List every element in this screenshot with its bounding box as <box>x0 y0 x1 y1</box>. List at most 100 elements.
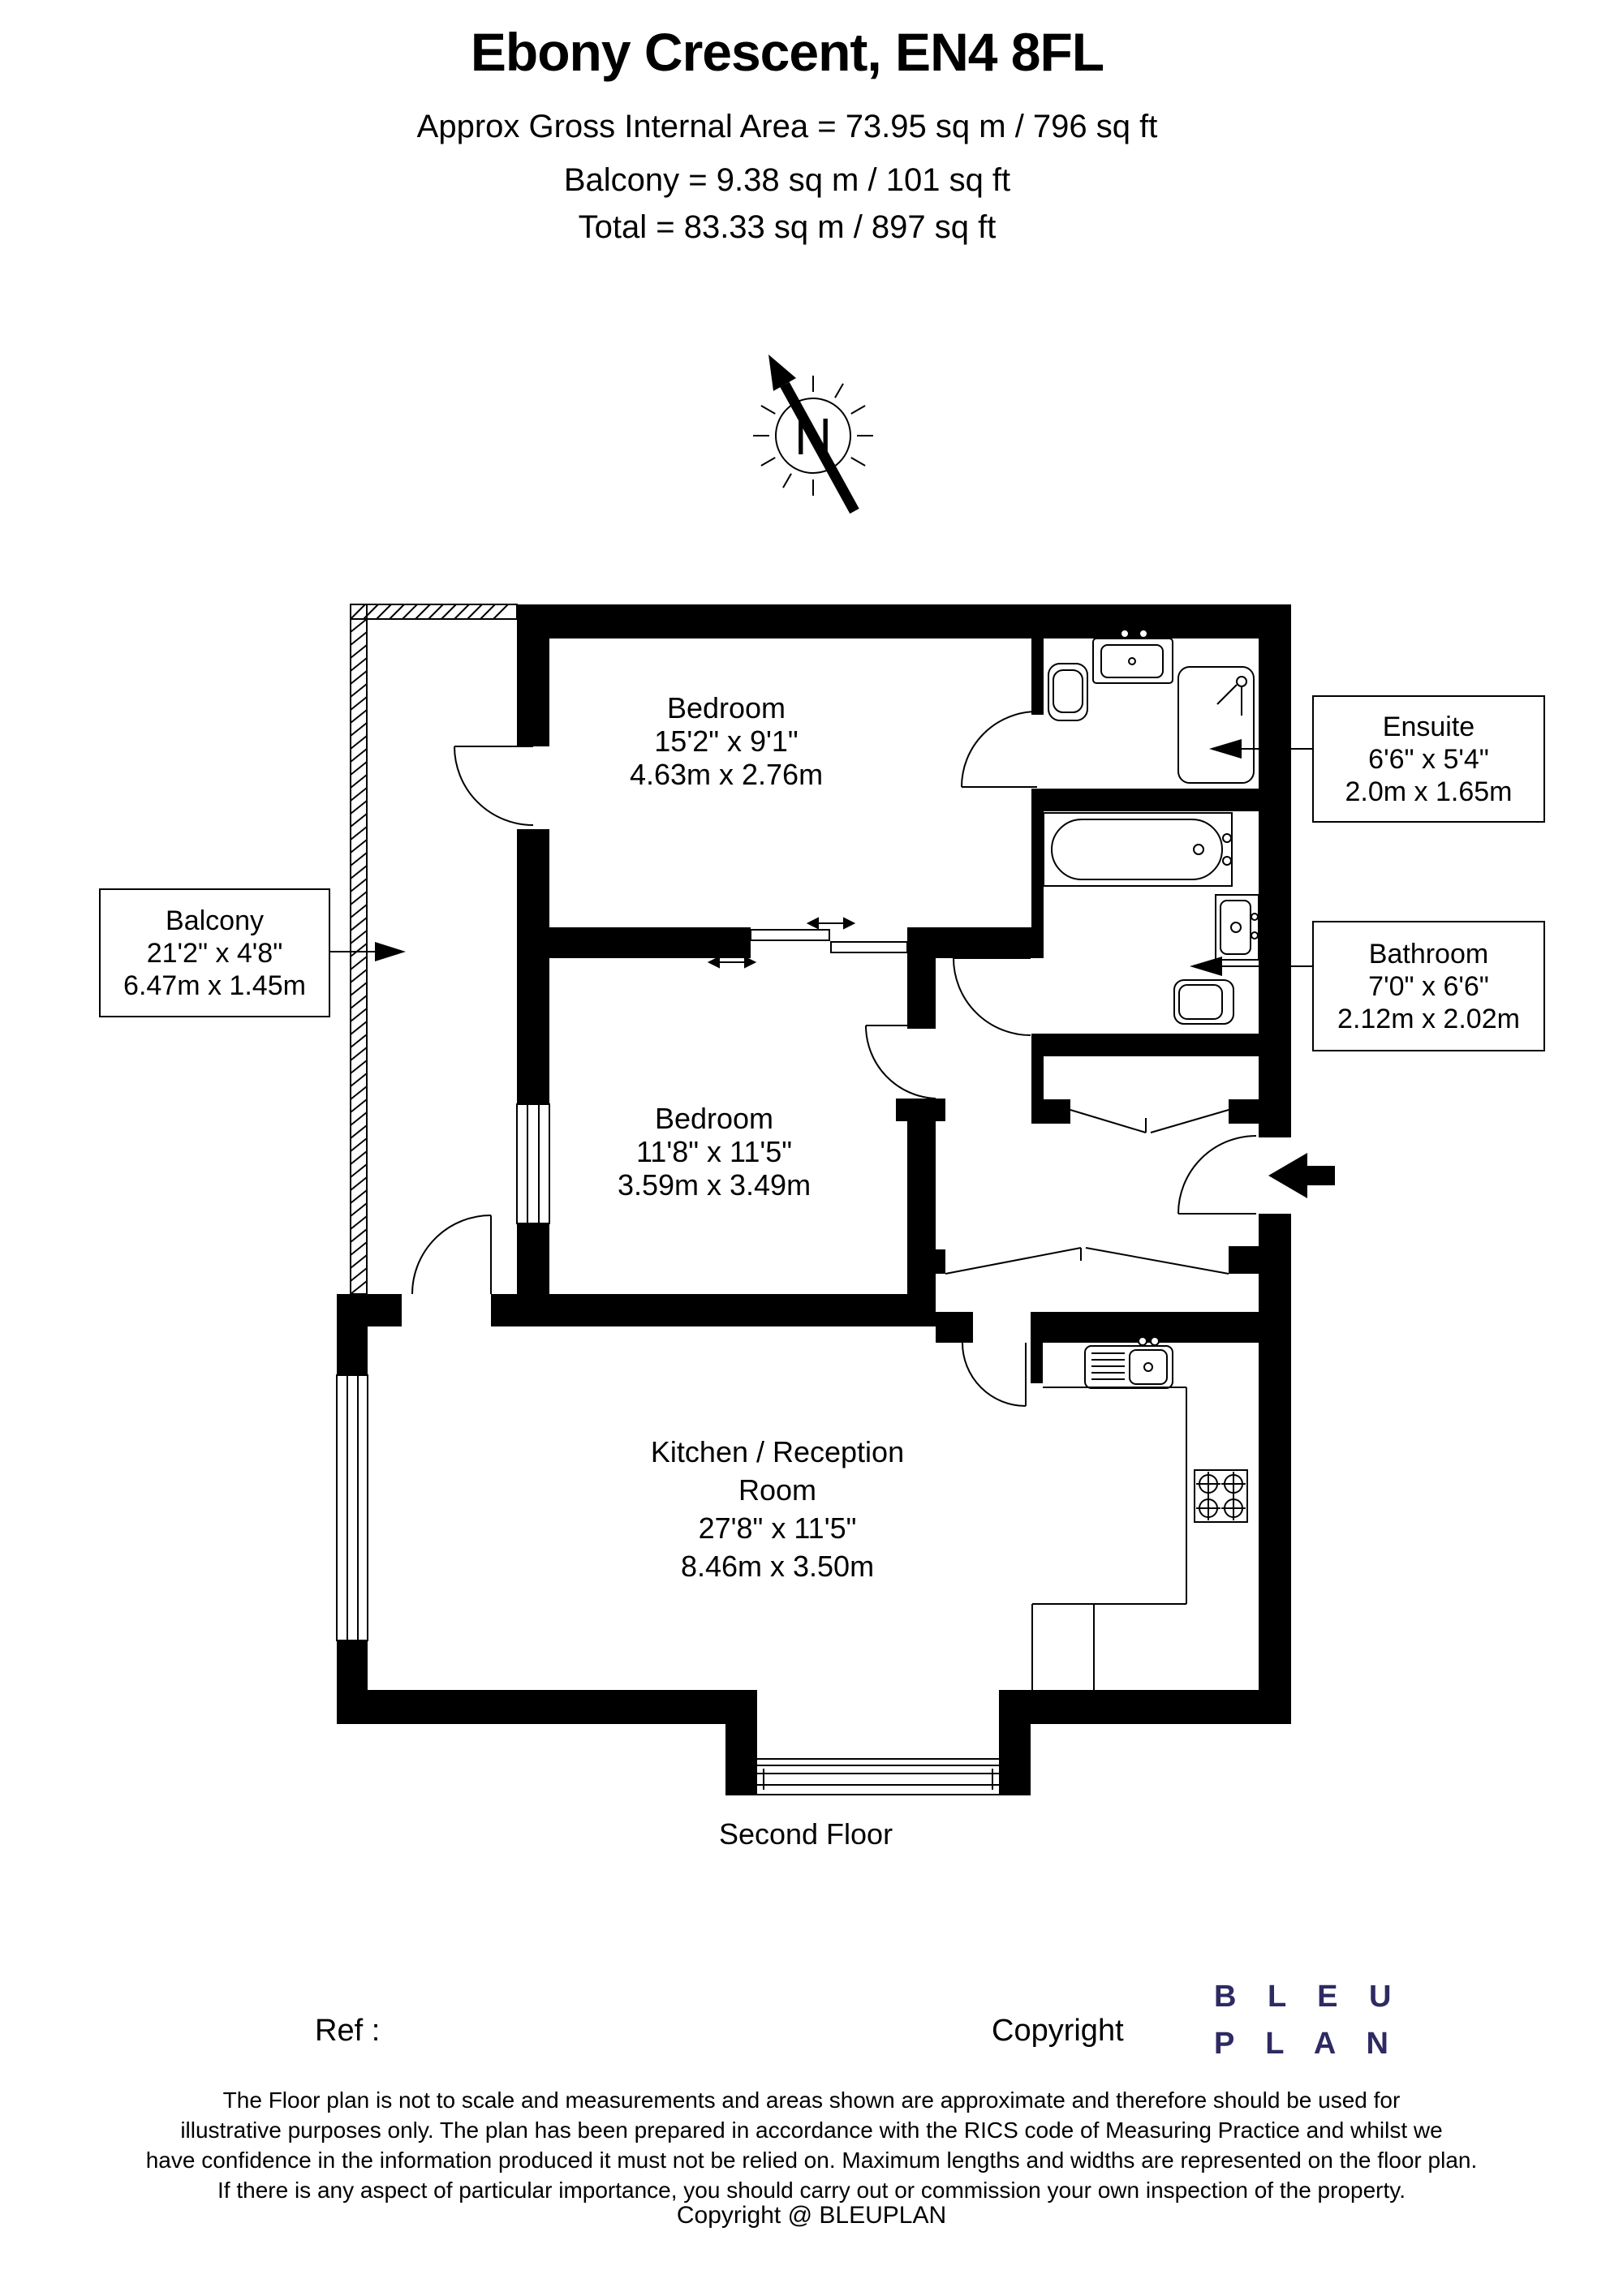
closet-a-jamb-left <box>1031 1099 1070 1124</box>
balcony-callout-box: Balcony 21'2" x 4'8" 6.47m x 1.45m <box>99 888 330 1017</box>
wall-bed2-bottom <box>517 1294 936 1326</box>
kitchen-balcony-door <box>411 1215 492 1295</box>
kitchen-side-window <box>336 1374 368 1641</box>
gross-area-line: Approx Gross Internal Area = 73.95 sq m … <box>416 109 1158 144</box>
bedroom2-window <box>516 1103 550 1224</box>
bathroom-fixtures <box>1043 812 1259 1025</box>
bedroom1-sliding-door <box>707 917 908 969</box>
bleuplan-logo-line1: B L E U <box>1214 1980 1403 2014</box>
compass-needle <box>780 381 859 514</box>
wall-kitchen-left-upper <box>337 1326 368 1375</box>
wall-kitchen-bottom-right <box>1031 1690 1291 1724</box>
wall-ensuite-bath-divider <box>1031 789 1259 811</box>
wall-right-upper <box>1259 604 1291 1137</box>
kitchen-fixtures <box>1031 1336 1248 1690</box>
ensuite-metric: 2.0m x 1.65m <box>1345 776 1513 807</box>
ensuite-callout-box: Ensuite 6'6" x 5'4" 2.0m x 1.65m <box>1312 695 1545 823</box>
windows <box>336 1103 999 1795</box>
bedroom2-imperial: 11'8" x 11'5" <box>635 1135 793 1168</box>
kitchen-hob <box>1194 1469 1248 1523</box>
kitchen-counter <box>1031 1387 1187 1690</box>
walls <box>337 604 1291 1795</box>
bathroom-metric: 2.12m x 2.02m <box>1337 1003 1520 1034</box>
wall-ensuite-partition <box>1031 638 1044 715</box>
bedroom1-name: Bedroom <box>666 691 786 724</box>
bathroom-imperial: 7'0" x 6'6" <box>1368 970 1489 1002</box>
ensuite-sink <box>1092 629 1173 684</box>
balcony-structure <box>350 604 518 1295</box>
entrance-door <box>1177 1135 1257 1215</box>
kitchen-door <box>962 1342 1027 1407</box>
wall-left-bed1-b <box>517 829 549 1104</box>
compass-circle <box>775 398 851 474</box>
balcony-imperial: 21'2" x 4'8" <box>146 937 283 969</box>
disclaimer-line: If there is any aspect of particular imp… <box>217 2178 1406 2203</box>
wall-kitchen-top-left <box>936 1312 973 1343</box>
wall-bed2-hall-lower <box>907 1099 936 1326</box>
bathtub <box>1043 812 1233 887</box>
bottom-copyright: Copyright @ BLEUPLAN <box>676 2202 947 2229</box>
compass-arrowhead <box>768 355 796 391</box>
disclaimer-line: The Floor plan is not to scale and measu… <box>222 2087 1401 2113</box>
wall-bay-left <box>725 1690 757 1795</box>
balcony-metric: 6.47m x 1.45m <box>123 970 306 1001</box>
closet-b-jamb-right <box>1229 1246 1259 1274</box>
bedroom2-door <box>864 1025 936 1099</box>
closet-a-bifold-door <box>1070 1109 1229 1133</box>
bedroom2-name: Bedroom <box>654 1102 774 1135</box>
wall-balcony-bottom-b <box>491 1294 549 1326</box>
ensuite-callout-arrow <box>1209 739 1312 759</box>
ensuite-imperial: 6'6" x 5'4" <box>1368 743 1489 775</box>
bathroom-callout-box: Bathroom 7'0" x 6'6" 2.12m x 2.02m <box>1312 921 1545 1051</box>
kitchen-name: Kitchen / Reception <box>650 1435 905 1468</box>
kitchen-imperial: 27'8" x 11'5" <box>698 1511 857 1545</box>
wall-closet-a-left <box>1031 1056 1044 1099</box>
bathroom-door <box>953 957 1031 1036</box>
page-title: Ebony Crescent, EN4 8FL <box>470 22 1104 82</box>
wall-right-lower <box>1259 1214 1291 1724</box>
closet-a-jamb-right <box>1229 1099 1259 1124</box>
bedroom2-label: Bedroom 11'8" x 11'5" 3.59m x 3.49m <box>618 1102 811 1202</box>
doors <box>411 711 1257 1407</box>
bathroom-callout-arrow <box>1190 957 1312 976</box>
bathroom-name: Bathroom <box>1368 938 1489 970</box>
bedroom1-imperial: 15'2" x 9'1" <box>654 724 799 758</box>
bedroom2-metric: 3.59m x 3.49m <box>617 1168 812 1202</box>
balcony-hatch <box>350 604 509 1295</box>
kitchen-sink <box>1084 1336 1173 1389</box>
ensuite-name: Ensuite <box>1382 711 1475 742</box>
bay-window <box>757 1758 999 1795</box>
entrance-arrow-icon <box>1268 1153 1335 1198</box>
compass-icon: N <box>753 355 873 514</box>
wall-bath-bottom <box>1031 1034 1259 1056</box>
callout-connectors <box>327 739 1312 976</box>
kitchen-name2: Room <box>738 1473 817 1507</box>
balcony-name: Balcony <box>166 905 264 936</box>
closet-b-bifold-door <box>945 1247 1229 1275</box>
bleuplan-logo-line2: P L A N <box>1214 2027 1400 2061</box>
wall-bed1-bed2 <box>549 927 751 958</box>
ensuite-shower <box>1177 666 1255 784</box>
kitchen-door-jamb <box>1031 1343 1043 1383</box>
wall-balcony-bottom-a <box>337 1294 402 1326</box>
compass-north-label: N <box>794 407 832 466</box>
wall-left-bed1-a <box>517 604 549 746</box>
wall-bed1-hall <box>936 927 1031 958</box>
closet-b-jamb-left <box>936 1249 945 1274</box>
ensuite-toilet <box>1048 663 1088 721</box>
wall-kitchen-bottom-left <box>337 1690 725 1724</box>
ensuite-fixtures <box>1048 629 1255 784</box>
wall-bay-right <box>999 1690 1031 1795</box>
copyright-label: Copyright <box>992 2014 1124 2048</box>
disclaimer-line: have confidence in the information produ… <box>145 2148 1478 2173</box>
bedroom1-balcony-door <box>454 746 534 826</box>
ensuite-door <box>961 711 1038 788</box>
wall-top <box>517 604 1291 638</box>
kitchen-metric: 8.46m x 3.50m <box>680 1550 875 1583</box>
wall-bath-partition <box>1031 811 1044 958</box>
disclaimer-text: The Floor plan is not to scale and measu… <box>73 2085 1550 2205</box>
disclaimer-line: illustrative purposes only. The plan has… <box>180 2118 1443 2143</box>
bedroom1-metric: 4.63m x 2.76m <box>629 758 824 791</box>
